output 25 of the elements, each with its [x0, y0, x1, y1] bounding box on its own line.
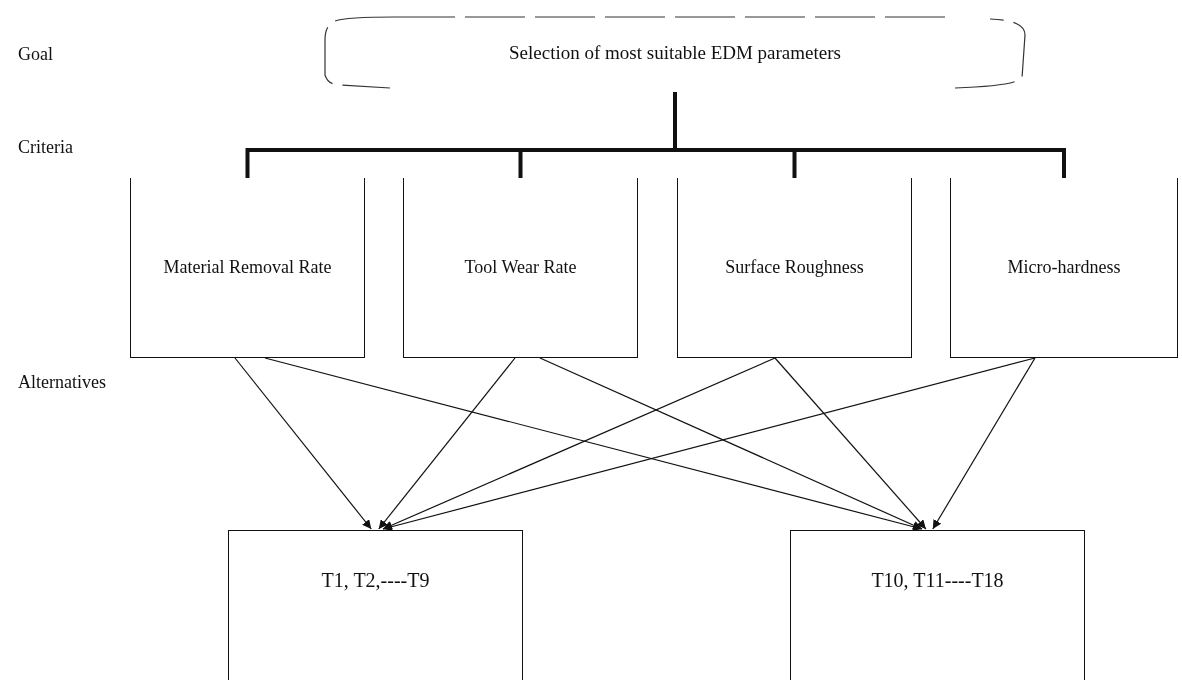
arrow	[774, 357, 927, 530]
criterion-box	[677, 178, 912, 358]
node-text: T1, T2,----T9	[321, 569, 430, 592]
arrow	[264, 357, 923, 532]
arrow	[234, 357, 372, 530]
arrow	[382, 357, 776, 530]
node-text: Surface Roughness	[725, 257, 864, 278]
level-label: Criteria	[18, 137, 73, 158]
criterion-box	[403, 178, 638, 358]
arrow	[382, 357, 1036, 532]
criterion-box	[130, 178, 365, 358]
connector-line	[673, 92, 1066, 178]
level-label: Goal	[18, 44, 53, 65]
alternative-box	[790, 530, 1085, 680]
arrow	[378, 357, 516, 530]
criterion-box	[950, 178, 1178, 358]
node-text: Micro-hardness	[1007, 257, 1121, 278]
level-label: Alternatives	[18, 372, 106, 393]
alternative-box	[228, 530, 523, 680]
node-text: T10, T11----T18	[871, 569, 1004, 592]
arrow	[539, 357, 923, 530]
node-text: Tool Wear Rate	[464, 257, 577, 278]
node-text: Material Removal Rate	[163, 257, 332, 278]
node-text: Selection of most suitable EDM parameters	[509, 41, 841, 64]
arrow	[932, 357, 1036, 530]
